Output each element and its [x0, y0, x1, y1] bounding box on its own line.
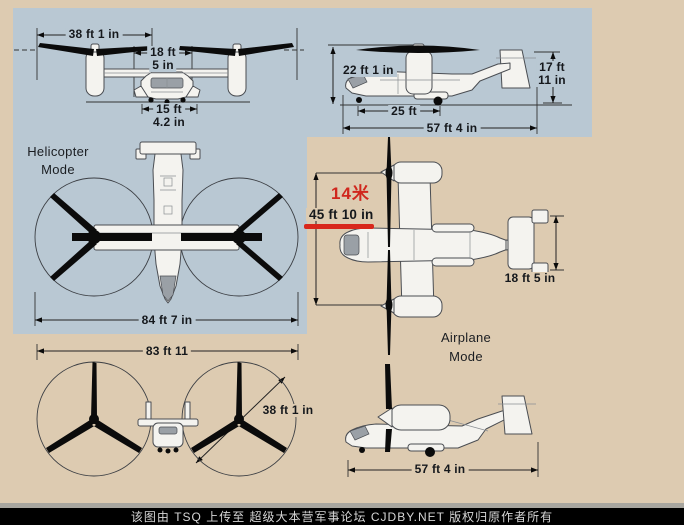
dim-front-heli-rotor-diameter: 38 ft 1 in — [65, 28, 123, 41]
dim-front-heli-nacelle-span-l2: 5 in — [149, 59, 177, 72]
footer-credit-text: 该图由 TSQ 上传至 超级大本营军事论坛 CJDBY.NET 版权归原作者所有 — [130, 510, 554, 524]
annotation-14-meters: 14米 — [331, 184, 370, 203]
dim-front-heli-gear-track-l1: 15 ft — [153, 103, 185, 116]
dim-side-heli-height: 22 ft 1 in — [340, 64, 397, 77]
dim-side-airplane-length: 57 ft 4 in — [411, 463, 469, 476]
dim-top-airplane-prop-span: 45 ft 10 in — [306, 208, 377, 221]
side-view-airplane-drawing — [345, 364, 539, 477]
dim-side-heli-tail-height-l2: 11 in — [535, 74, 569, 87]
label-helicopter-mode-l1: Helicopter — [27, 144, 89, 159]
label-airplane-mode-l1: Airplane — [440, 330, 492, 345]
dim-front-airplane-span: 83 ft 11 — [142, 345, 192, 358]
dim-front-heli-nacelle-span-l1: 18 ft — [147, 46, 179, 59]
dim-top-heli-overall-width: 84 ft 7 in — [138, 314, 196, 327]
dim-side-heli-length: 57 ft 4 in — [423, 122, 481, 135]
dim-side-heli-tail-height-l1: 17 ft — [536, 61, 568, 74]
dim-top-airplane-stab-span: 18 ft 5 in — [501, 272, 559, 285]
footer-credit-bar: 该图由 TSQ 上传至 超级大本营军事论坛 CJDBY.NET 版权归原作者所有 — [0, 508, 684, 525]
label-helicopter-mode-l2: Mode — [41, 162, 75, 177]
dim-front-heli-gear-track-l2: 4.2 in — [150, 116, 188, 129]
dim-side-heli-wheelbase: 25 ft — [388, 105, 420, 118]
label-airplane-mode-l2: Mode — [449, 349, 483, 364]
red-underline — [304, 224, 374, 229]
top-view-helicopter-drawing — [34, 141, 299, 326]
top-view-airplane-drawing — [313, 137, 564, 355]
side-view-helicopter-drawing — [328, 43, 572, 134]
footer-divider — [0, 503, 684, 508]
dim-front-airplane-rotor-diameter: 38 ft 1 in — [259, 404, 317, 417]
